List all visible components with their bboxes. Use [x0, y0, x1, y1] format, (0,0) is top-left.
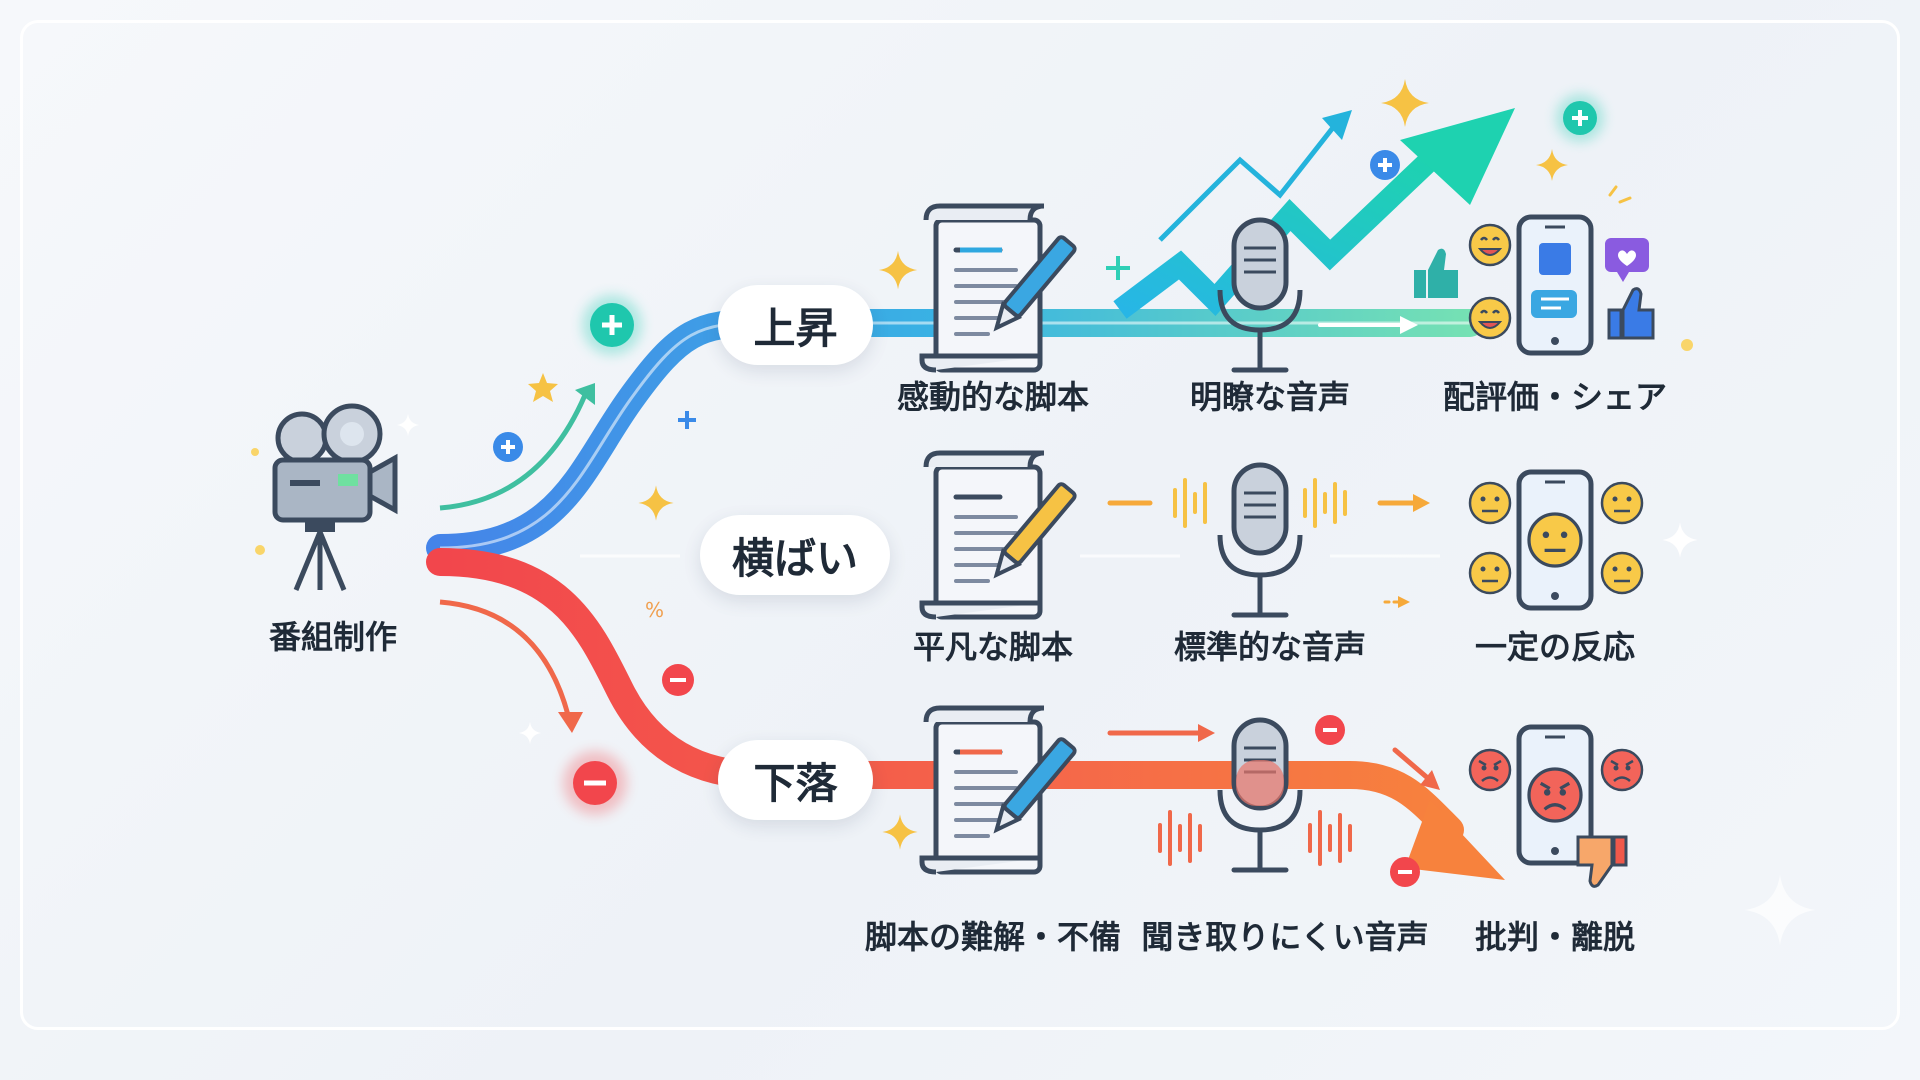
thumbs-up-icon [1414, 248, 1458, 298]
heart-bubble-icon [1605, 238, 1649, 282]
stage-label: 配評価・シェア [1442, 378, 1668, 416]
source-label: 番組制作 [268, 618, 398, 656]
film-camera-icon [272, 403, 398, 591]
stage-label: 感動的な脚本 [896, 378, 1090, 416]
thumbs-up-icon [1607, 287, 1655, 340]
sparkle-icons [251, 79, 1816, 946]
phone-neutral-icon [1519, 472, 1591, 608]
up-ribbon [426, 309, 1484, 562]
content-frame [20, 20, 1900, 1030]
microphone-icon [1220, 465, 1300, 615]
thumbs-down-icon [1576, 835, 1628, 888]
angry-face-icon [1600, 748, 1644, 792]
stage-label: 一定の反応 [1474, 628, 1636, 666]
sound-wave-icons [1158, 478, 1352, 866]
neutral-face-icon [1600, 551, 1644, 595]
small-up-arrow [439, 383, 595, 511]
script-pen-icon [922, 206, 1077, 370]
stage-label: 標準的な音声 [1173, 628, 1367, 666]
branch-title-down: 下落 [718, 740, 873, 820]
script-pen-icon [922, 708, 1077, 872]
small-down-arrow [439, 599, 583, 733]
neutral-face-icon [1468, 481, 1512, 525]
phone-likes-icon [1519, 217, 1591, 353]
flow-arrows [1107, 316, 1440, 790]
script-pen-icon [922, 453, 1077, 617]
stage-label: 明瞭な音声 [1189, 378, 1351, 416]
neutral-face-icon [1600, 481, 1644, 525]
branch-title-up: 上昇 [718, 285, 873, 365]
stage-label: 聞き取りにくい音声 [1141, 918, 1429, 956]
smile-icon [1468, 296, 1512, 340]
down-ribbon [426, 548, 1505, 880]
microphone-icon [1220, 720, 1300, 870]
minus-badge-icons [563, 664, 1420, 887]
stage-label: 平凡な脚本 [912, 628, 1074, 666]
percent-sign: % [645, 598, 664, 622]
branch-title-flat: 横ばい [700, 515, 890, 595]
angry-face-icon [1468, 748, 1512, 792]
stage-label: 批判・離脱 [1474, 918, 1636, 956]
stage-label: 脚本の難解・不備 [864, 918, 1122, 956]
neutral-face-icon [1468, 551, 1512, 595]
plus-badge-icons [493, 94, 1604, 462]
smile-icon [1468, 223, 1512, 267]
